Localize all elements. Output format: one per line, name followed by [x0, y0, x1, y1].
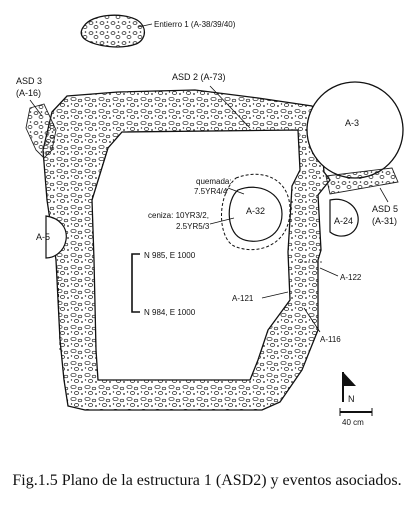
asd2-leader	[209, 85, 251, 129]
asd3-leader	[29, 99, 43, 117]
entierro-stone	[80, 14, 146, 48]
label-ceniza-a: ceniza: 10YR3/2,	[148, 211, 209, 220]
a3-circle	[306, 81, 404, 179]
north-arrow-icon	[342, 372, 356, 402]
label-asd3-b: (A-16)	[16, 88, 41, 98]
label-a121: A-121	[232, 294, 254, 303]
label-coord-bottom: N 984, E 1000	[144, 308, 196, 317]
asd5-leader	[379, 187, 389, 203]
label-entierro: Entierro 1 (A-38/39/40)	[154, 20, 236, 29]
wall-band	[42, 89, 331, 411]
label-asd3-a: ASD 3	[16, 76, 42, 86]
label-scale: 40 cm	[342, 418, 364, 427]
label-a116: A-116	[320, 335, 341, 344]
a5-feature	[45, 215, 67, 259]
label-a32: A-32	[246, 206, 265, 216]
figure-caption: Fig.1.5 Plano de la estructura 1 (ASD2) …	[12, 472, 402, 489]
scale-bar	[339, 408, 373, 416]
dashed-gap-left	[57, 269, 61, 351]
label-a5: A-5	[36, 232, 50, 242]
ceniza-leader	[209, 217, 235, 225]
label-quemada-a: quemada:	[196, 177, 232, 186]
asd3-stones	[25, 103, 57, 159]
a121-leader	[261, 291, 289, 299]
label-quemada-b: 7.5YR4/4	[194, 187, 228, 196]
entierro-leader	[137, 23, 153, 28]
label-a24: A-24	[334, 216, 353, 226]
a32-feature	[228, 186, 283, 242]
label-a122: A-122	[340, 273, 362, 282]
label-north: N	[348, 394, 355, 404]
label-coord-top: N 985, E 1000	[144, 251, 196, 260]
a116-leader	[303, 307, 321, 333]
label-ceniza-b: 2.5YR5/3	[176, 222, 210, 231]
a122-leader	[319, 267, 339, 277]
label-asd5-a: ASD 5	[372, 204, 398, 214]
structure-plan: Entierro 1 (A-38/39/40) ASD 3 (A-16) ASD…	[16, 14, 404, 427]
asd5-stones	[325, 167, 399, 195]
quemada-leader	[227, 187, 245, 195]
coord-bracket	[131, 253, 140, 313]
label-asd5-b: (A-31)	[372, 216, 397, 226]
a24-feature	[329, 198, 359, 237]
label-a3: A-3	[345, 118, 359, 128]
label-asd2: ASD 2 (A-73)	[172, 72, 226, 82]
